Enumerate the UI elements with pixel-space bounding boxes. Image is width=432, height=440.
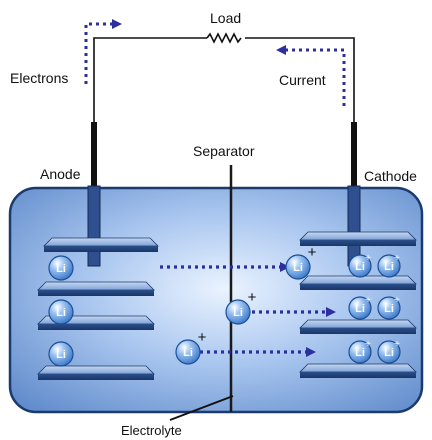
- ion-charge: +: [394, 253, 400, 264]
- lithium-ion: Li: [48, 341, 74, 367]
- ion-symbol: Li: [56, 349, 66, 361]
- ion-symbol: Li: [355, 261, 365, 273]
- ion-symbol: Li: [355, 347, 365, 359]
- electrons-label: Electrons: [10, 70, 69, 86]
- arrow-head: [306, 347, 316, 357]
- electrolyte-label: Electrolyte: [121, 423, 182, 438]
- lithium-ion: Li: [48, 255, 74, 281]
- ion-charge: +: [394, 339, 400, 350]
- lithium-ion: Li +: [285, 244, 317, 280]
- anode-rod: [87, 185, 101, 267]
- ion-symbol: Li: [293, 262, 303, 274]
- cathode-plate: [299, 275, 417, 290]
- separator-label: Separator: [193, 143, 255, 159]
- lithium-ion: Li +: [175, 329, 207, 365]
- cathode-plate: [299, 363, 417, 378]
- ion-charge: +: [365, 295, 371, 306]
- ion-symbol: Li: [384, 303, 394, 315]
- arrow-head: [280, 262, 290, 272]
- ion-charge: +: [248, 289, 257, 306]
- ion-symbol: Li: [355, 303, 365, 315]
- lithium-ion: Li: [48, 299, 74, 325]
- anode-label: Anode: [40, 166, 81, 182]
- ion-symbol: Li: [56, 263, 66, 275]
- anode-plate: [43, 237, 159, 252]
- ion-charge: +: [365, 339, 371, 350]
- ion-charge: +: [308, 244, 317, 261]
- lithium-ion: Li+: [377, 253, 401, 278]
- cathode-label: Cathode: [364, 168, 417, 184]
- circuit-wire: [93, 37, 355, 186]
- ion-charge: +: [198, 329, 207, 346]
- load-label: Load: [210, 10, 242, 26]
- anode-plate: [37, 365, 155, 380]
- arrow-head: [276, 45, 286, 55]
- arrow-head: [326, 307, 336, 317]
- lithium-ion: Li+: [348, 339, 372, 364]
- cathode-plate: [299, 319, 417, 334]
- lithium-ion: Li +: [225, 289, 257, 325]
- lithium-ion: Li+: [377, 295, 401, 320]
- ion-charge: +: [394, 295, 400, 306]
- lithium-ion: Li+: [348, 253, 372, 278]
- arrow-head: [112, 19, 122, 29]
- ion-symbol: Li: [384, 261, 394, 273]
- anode-plate: [37, 281, 155, 296]
- lithium-ion: Li+: [348, 295, 372, 320]
- ion-symbol: Li: [183, 347, 193, 359]
- ion-symbol: Li: [384, 347, 394, 359]
- lithium-ion: Li+: [377, 339, 401, 364]
- current-label: Current: [279, 72, 326, 88]
- ion-symbol: Li: [56, 307, 66, 319]
- ion-charge: +: [365, 253, 371, 264]
- load-resistor: [206, 32, 242, 44]
- cathode-rod: [347, 185, 361, 267]
- anode-terminal: [91, 122, 97, 188]
- electron-flow-arrow: [84, 22, 112, 84]
- ion-symbol: Li: [233, 307, 243, 319]
- electrolyte-pointer: [169, 395, 234, 421]
- cathode-plate: [299, 231, 417, 246]
- current-flow-arrow: [286, 48, 346, 106]
- cathode-terminal: [351, 122, 357, 188]
